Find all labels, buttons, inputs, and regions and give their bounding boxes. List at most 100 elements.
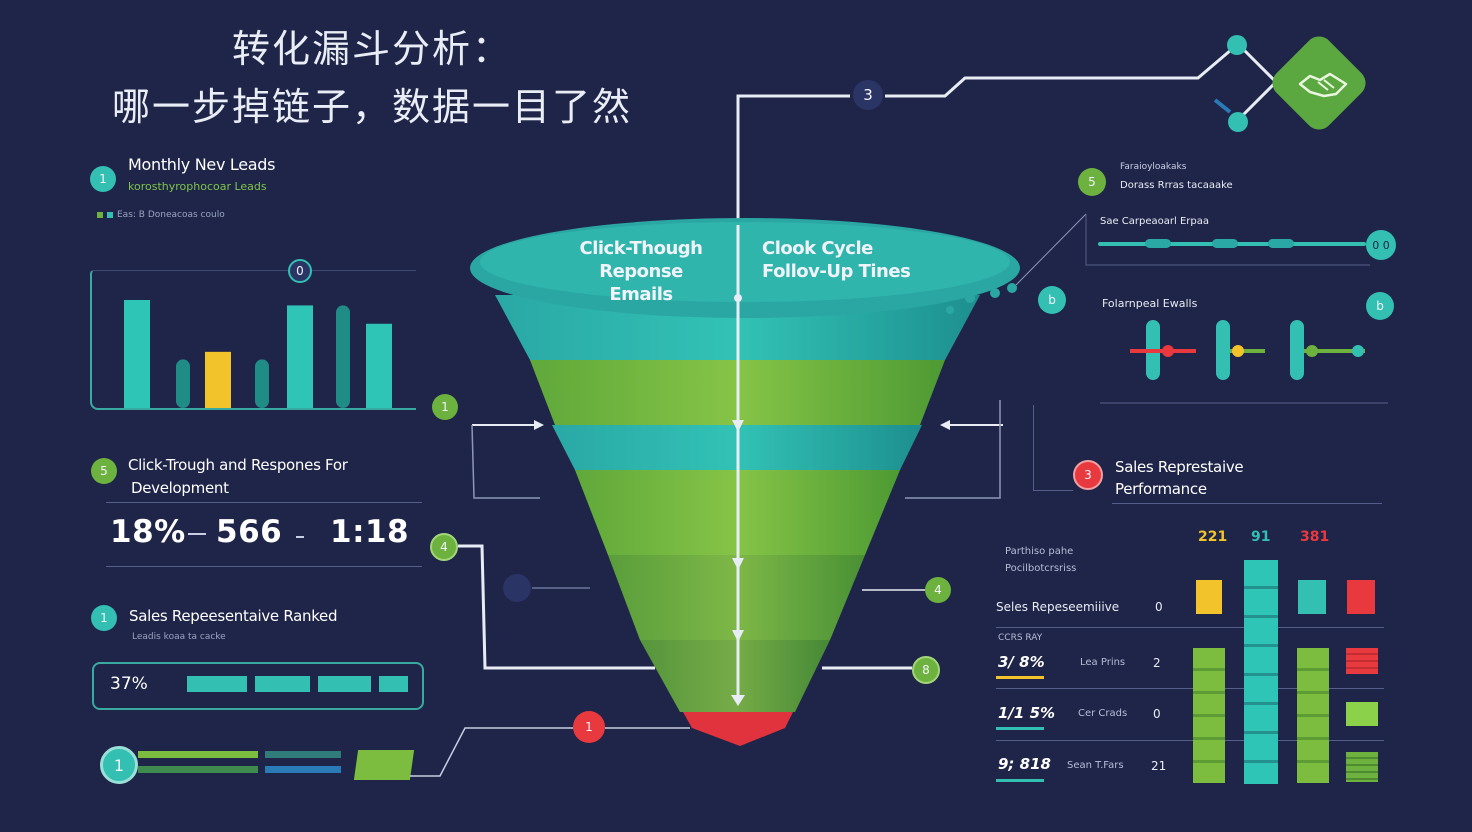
- funnel-label-left-2: Reponse Emails: [599, 261, 683, 305]
- funnel-top-badge: 3: [851, 78, 885, 112]
- perf-row-header-val: 0: [1155, 600, 1163, 614]
- perf-row-2-pct: 1/1 5%: [998, 704, 1056, 722]
- ranked-title: Sales Repeesentaive Ranked: [129, 607, 338, 625]
- perf-bar-red-stripes: [1346, 648, 1378, 674]
- funnel-left-dot: [503, 574, 531, 602]
- perf-top-val-3: 381: [1300, 529, 1330, 545]
- leads-bar-6: [336, 305, 350, 408]
- perf-badge: 3: [1073, 460, 1103, 490]
- ctr-stat-1: 18%: [110, 514, 186, 550]
- slider-label: Sae Carpeaoarl Erpaa: [1100, 216, 1210, 227]
- funnel-label-right: Clook Cycle Follov-Up Tines: [762, 237, 922, 283]
- perf-corsay: CCRS RAY: [998, 633, 1043, 643]
- funnel-right-badge-1: 4: [925, 577, 951, 603]
- ranked-progress-box: [92, 662, 424, 710]
- right-connector-v: [1033, 405, 1034, 491]
- perf-row-3-val: 21: [1151, 759, 1167, 773]
- perf-top-val-2: 91: [1251, 529, 1271, 545]
- perf-title-line2: Performance: [1115, 480, 1207, 498]
- perf-row-1-label: Lea Prins: [1080, 657, 1126, 668]
- funnel-label-right-2: Follov-Up Tines: [762, 261, 911, 282]
- funnel-label-left-1: Click-Though: [579, 238, 704, 259]
- handshake-node-bottom: [1228, 112, 1248, 132]
- perf-bar-red: [1347, 580, 1375, 614]
- slider-knob-1[interactable]: [1145, 239, 1171, 248]
- perf-row-2-label: Cer Crads: [1078, 708, 1128, 719]
- perf-bar-teal-small: [1298, 580, 1326, 614]
- slider-value-badge: 0 0: [1366, 230, 1396, 260]
- ranked-subtitle: Leadis koaa ta cacke: [132, 632, 226, 642]
- funnel-label-left: Click-Though Reponse Emails: [566, 237, 716, 306]
- ctr-title-line1: Click-Trough and Respones For: [128, 456, 348, 474]
- leads-bar-chart: [124, 300, 392, 408]
- perf-row-divider-0: [996, 627, 1384, 628]
- perf-bar-green-2: [1297, 648, 1329, 783]
- perf-bar-lime: [1346, 702, 1378, 726]
- perf-row-1-pct: 3/ 8%: [998, 653, 1045, 671]
- handshake-icon: [1298, 72, 1348, 98]
- right-top-badge: 5: [1078, 168, 1106, 196]
- right-top-small-1: Faraioyloakaks: [1120, 162, 1187, 172]
- stripe-2: [138, 766, 258, 773]
- stripe-4: [265, 766, 341, 773]
- funnel-label-right-1: Clook Cycle: [762, 238, 873, 259]
- perf-row-3-label: Sean T.Fars: [1067, 760, 1124, 771]
- ctr-dash-1: [188, 533, 206, 535]
- ranked-badge: 1: [91, 605, 117, 631]
- right-connector-h: [1033, 490, 1073, 491]
- right-side-badge: b: [1038, 286, 1066, 314]
- leads-subtitle: korosthyrophocoar Leads: [128, 180, 267, 193]
- perf-row-divider-2: [996, 740, 1384, 741]
- faucet-label: Folarnpeal Ewalls: [1102, 297, 1198, 310]
- perf-row-2-val: 0: [1153, 707, 1161, 721]
- perf-row-divider-1: [996, 688, 1384, 689]
- faucet-badge: b: [1366, 292, 1394, 320]
- funnel-bottom-badge: 1: [573, 711, 605, 743]
- perf-row-1-bar: [996, 676, 1044, 679]
- stripe-3: [265, 751, 341, 758]
- leads-corner-badge: 1: [432, 394, 458, 420]
- ctr-badge: 5: [91, 458, 117, 484]
- perf-row-header: Seles Repeseemiiive: [996, 600, 1120, 614]
- page-title-line2: 哪一步掉链子，数据一目了然: [111, 85, 632, 129]
- leads-bar-5: [287, 305, 313, 408]
- leads-bar-4: [255, 359, 269, 408]
- leads-bar-2: [176, 359, 190, 408]
- funnel-right-badge-2: 8: [912, 656, 940, 684]
- leads-bar-7: [366, 323, 392, 408]
- leads-badge: 1: [90, 166, 116, 192]
- perf-bar-teal: [1244, 560, 1278, 784]
- ranked-seg-1: [187, 676, 247, 692]
- ctr-side-badge: 4: [430, 533, 458, 561]
- stripe-1: [138, 751, 258, 758]
- ranked-seg-4: [379, 676, 408, 692]
- legend-swatch-teal: [107, 212, 113, 218]
- leads-chart-badge: 0: [288, 259, 312, 283]
- leads-bar-1: [124, 300, 150, 408]
- perf-row-3-bar: [996, 779, 1044, 782]
- legend-text: Eas: B Doneacoas coulo: [117, 210, 225, 220]
- perf-divider: [1112, 503, 1382, 504]
- legend-swatch-green: [97, 212, 103, 218]
- handshake-node-top: [1227, 35, 1247, 55]
- page-title-line1: 转化漏斗分析：: [231, 27, 512, 71]
- perf-bar-green-stripes: [1346, 752, 1378, 782]
- ctr-divider-bottom: [106, 566, 422, 567]
- slider-knob-3[interactable]: [1268, 239, 1294, 248]
- perf-row-1-val: 2: [1153, 656, 1161, 670]
- ctr-stat-2: 566: [216, 514, 283, 550]
- perf-row-2-bar: [996, 727, 1044, 730]
- leads-bar-3: [205, 351, 231, 408]
- bottom-badge: 1: [100, 746, 138, 784]
- ctr-title-line2: Development: [131, 479, 229, 497]
- ranked-seg-3: [318, 676, 371, 692]
- perf-bar-green-1: [1193, 648, 1225, 783]
- faucet-chart: [1100, 320, 1388, 404]
- perf-small-2: Pocilbotcrsriss: [1005, 563, 1077, 574]
- perf-bar-yellow: [1196, 580, 1222, 614]
- perf-top-val-1: 221: [1198, 529, 1228, 545]
- right-top-small-2: Dorass Rrras tacaaake: [1120, 180, 1233, 191]
- leads-chart-frame: [90, 270, 416, 410]
- ctr-stat-3: 1:18: [330, 514, 410, 550]
- slider-knob-2[interactable]: [1212, 239, 1238, 248]
